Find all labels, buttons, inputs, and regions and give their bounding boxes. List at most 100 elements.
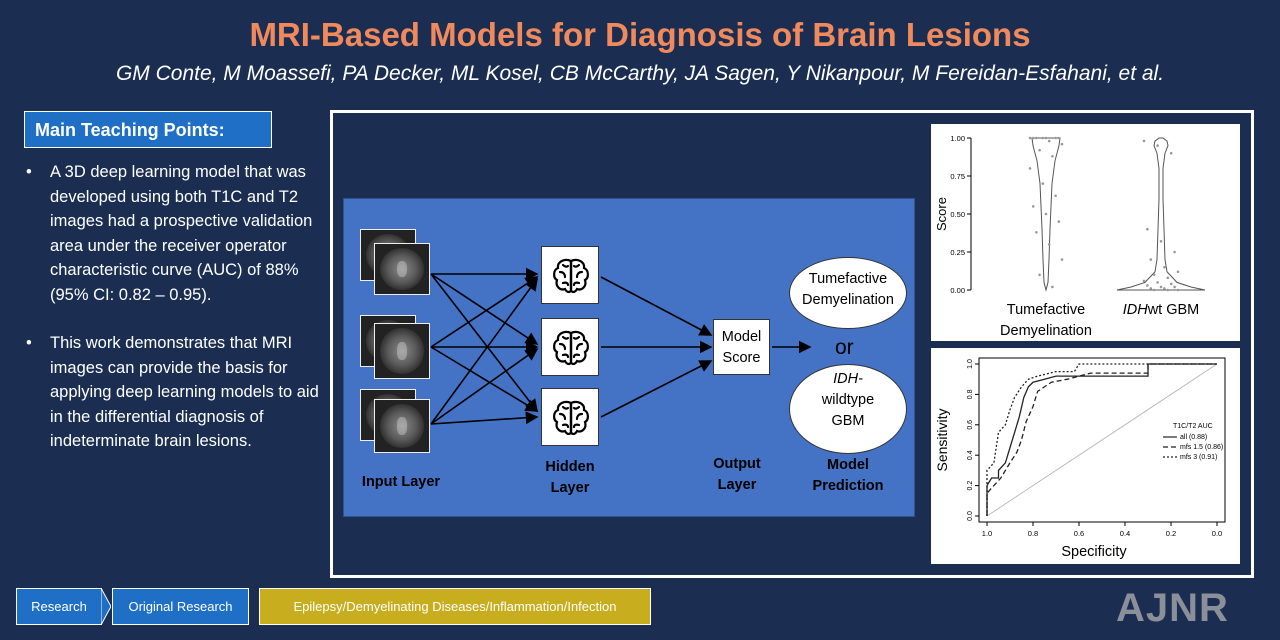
mri-thumbnail [374, 323, 430, 379]
data-point [1057, 136, 1061, 140]
data-point [1152, 273, 1156, 277]
legend-entry: mfs 3 (0.91) [1180, 454, 1217, 461]
teaching-points-heading: Main Teaching Points: [24, 111, 272, 148]
mri-thumbnail [374, 243, 430, 295]
tag-topic[interactable]: Epilepsy/Demyelinating Diseases/Inflamma… [259, 588, 651, 625]
x-tick-label: 0.6 [1074, 529, 1084, 538]
data-point [1156, 144, 1159, 147]
data-point [1149, 287, 1153, 290]
data-point [1051, 285, 1054, 289]
y-tick-label: 1.0 [967, 359, 974, 369]
output-layer-label: Output Layer [713, 456, 761, 493]
data-point [1054, 136, 1057, 140]
y-tick-label: 0.2 [967, 481, 974, 491]
x-tick-label: 1.0 [982, 529, 992, 538]
brain-icon [553, 258, 589, 294]
data-point [1163, 265, 1166, 269]
data-point [1060, 142, 1064, 146]
data-point [1047, 243, 1051, 246]
data-point [1051, 154, 1054, 158]
x-tick-label: 0.2 [1166, 529, 1176, 538]
data-point [1176, 288, 1180, 292]
data-point [1035, 136, 1038, 140]
tag-original-research[interactable]: Original Research [112, 588, 249, 625]
x-category-label: Demyelination [1000, 323, 1092, 339]
hidden-layer-label: Hidden Layer [545, 459, 595, 496]
input-layer-label: Input Layer [361, 474, 441, 490]
y-tick-label: 0.4 [967, 450, 974, 460]
brain-icon [553, 400, 589, 436]
arrow-icon [101, 588, 111, 625]
y-tick-label: 0.25 [950, 248, 965, 257]
authors-line: GM Conte, M Moassefi, PA Decker, ML Kose… [115, 62, 1165, 85]
data-point [1166, 276, 1170, 280]
data-point [1041, 182, 1045, 185]
data-point [1031, 205, 1035, 208]
legend-entry: all (0.88) [1180, 434, 1207, 441]
teaching-point: This work demonstrates that MRI images c… [24, 331, 324, 454]
violin-outline [1116, 137, 1206, 291]
outcome-idh-gbm: IDH- wildtype GBM [789, 364, 907, 454]
teaching-point: A 3D deep learning model that was develo… [24, 160, 324, 307]
y-tick-label: 0.6 [967, 420, 974, 430]
data-point [1031, 136, 1035, 140]
y-axis-title: Sensitivity [934, 408, 950, 471]
page-title: MRI-Based Models for Diagnosis of Brain … [249, 16, 1031, 53]
data-point [1028, 136, 1032, 140]
model-score-box: Model Score [713, 319, 770, 375]
data-point [1038, 148, 1041, 152]
x-category-label: IDHwt GBM [1123, 302, 1200, 318]
data-point [1146, 284, 1149, 287]
x-axis-title: Specificity [1061, 544, 1127, 560]
data-point [1146, 227, 1149, 231]
data-point [1044, 136, 1048, 140]
y-tick-label: 0.75 [950, 172, 965, 181]
data-point [1159, 285, 1163, 289]
network-connections [430, 267, 812, 425]
data-point [1028, 167, 1032, 170]
data-point [1152, 288, 1156, 292]
teaching-points-list: A 3D deep learning model that was develo… [24, 160, 324, 478]
y-tick-label: 1.00 [950, 134, 965, 143]
data-point [1054, 194, 1057, 198]
hidden-node [541, 246, 599, 304]
data-point [1044, 212, 1048, 216]
data-point [1142, 279, 1146, 283]
roc-curve [986, 363, 1217, 516]
data-point [1047, 139, 1051, 143]
x-tick-label: 0.0 [1212, 529, 1222, 538]
roc-curve [986, 363, 1217, 516]
legend-entry: mfs 1.5 (0.86) [1180, 444, 1223, 451]
data-point [1163, 287, 1166, 290]
tag-research[interactable]: Research [16, 588, 102, 625]
mri-thumbnail [374, 399, 430, 453]
plot-frame [978, 357, 1226, 523]
roc-curve [986, 363, 1217, 516]
data-point [1142, 139, 1146, 143]
data-point [1173, 250, 1176, 254]
hidden-node [541, 388, 599, 446]
data-point [1166, 288, 1170, 292]
reference-line [986, 363, 1218, 517]
x-tick-label: 0.8 [1028, 529, 1038, 538]
or-text: or [835, 336, 854, 359]
data-point [1060, 258, 1064, 261]
hidden-node [541, 318, 599, 376]
data-point [1057, 220, 1061, 223]
data-point [1041, 136, 1045, 140]
violin-chart: 0.000.250.500.751.00ScoreTumefactiveDemy… [934, 134, 1206, 339]
brain-icon [553, 330, 589, 366]
data-point [1173, 285, 1176, 289]
network-diagram [343, 198, 915, 517]
y-tick-label: 0.50 [950, 210, 965, 219]
y-axis-title: Score [934, 197, 949, 231]
x-category-label: Tumefactive [1007, 302, 1085, 318]
data-point [1038, 273, 1041, 277]
data-point [1169, 282, 1173, 286]
data-point [1169, 151, 1173, 155]
data-point [1159, 240, 1163, 243]
data-point [1176, 270, 1180, 274]
